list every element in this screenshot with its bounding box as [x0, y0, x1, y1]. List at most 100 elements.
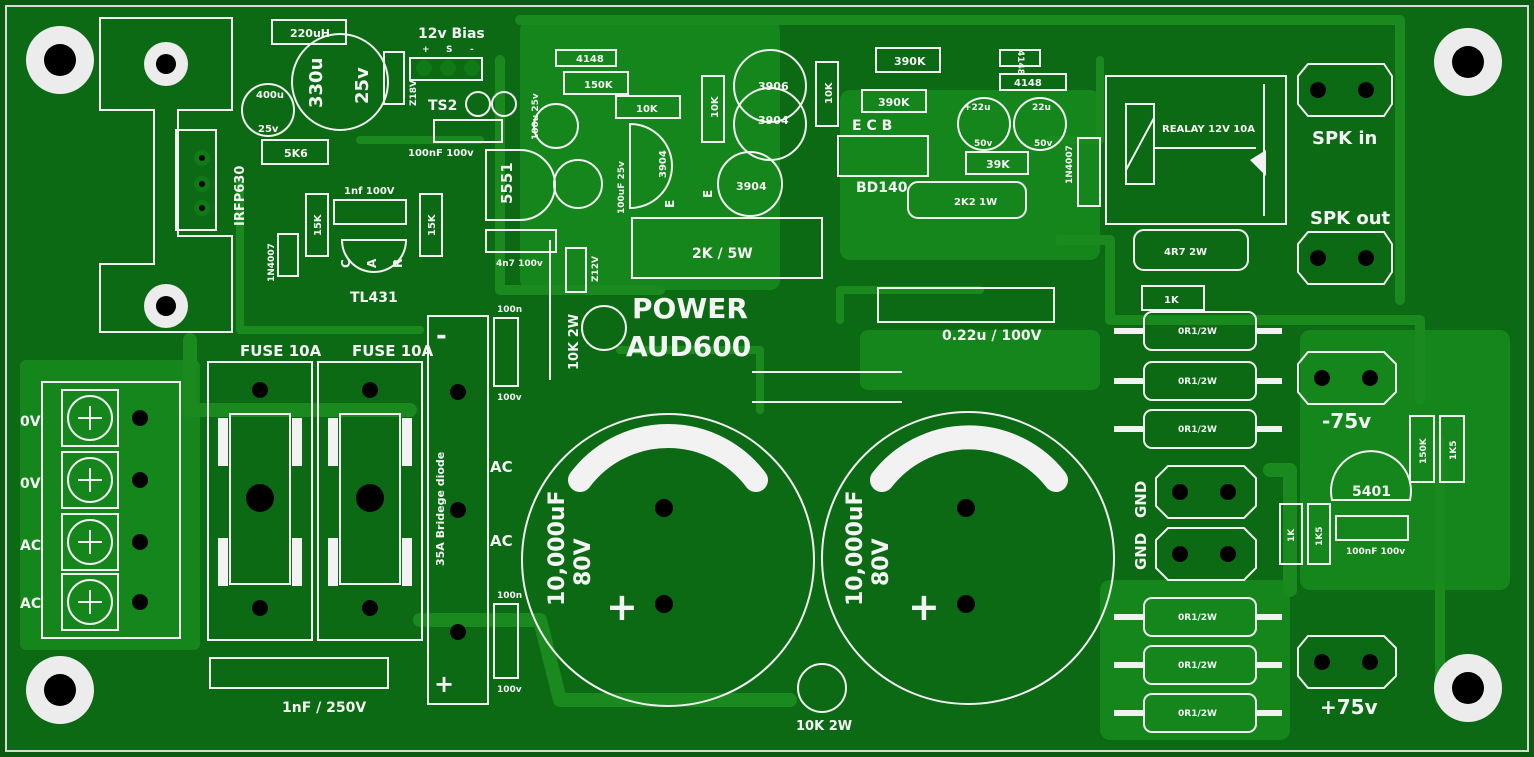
main-capacitors	[521, 411, 1115, 707]
silk-label-l-5401: 5401	[1352, 484, 1391, 500]
silk-label-l-4148-b: 4148	[1015, 50, 1025, 75]
silk-label-l-3904-c: 3904	[736, 180, 767, 193]
small-components	[209, 19, 1465, 713]
silk-label-l-fuse-b: FUSE 10A	[352, 342, 434, 360]
silk-label-l-e-a: E	[663, 200, 677, 208]
silk-label-l-150k-a: 150K	[584, 80, 614, 91]
silk-label-l-cap-b-val: 10,000uF	[843, 490, 868, 606]
silk-label-l-bminus: -	[436, 321, 447, 351]
silk-label-l-100nf100v-b: 100nF 100v	[1346, 547, 1405, 557]
silk-label-l-10k-a: 10K	[636, 104, 659, 115]
silk-label-l-tl431: TL431	[350, 290, 398, 306]
silk-label-l-ac-c: AC	[490, 458, 513, 476]
silk-label-l-1n4007-a: 1N4007	[267, 243, 277, 282]
silk-label-l-fuse-a: FUSE 10A	[240, 342, 322, 360]
bridge-diode	[427, 315, 489, 705]
silk-label-l-4r72w: 4R7 2W	[1164, 247, 1207, 258]
copper-pours	[20, 20, 1510, 740]
silk-label-l-25v-a: 25v	[258, 124, 279, 135]
silk-label-l-1k-b: 1K	[1287, 528, 1297, 542]
silk-label-l-2k5w: 2K / 5W	[692, 246, 753, 262]
silk-label-l-cap-a-v: 80V	[571, 538, 596, 586]
fuse-holders	[207, 361, 423, 641]
emitter-resistors	[1114, 311, 1282, 733]
silk-label-l-100n-a: 100n	[497, 305, 522, 315]
silk-label-l-10k2w-a: 10K 2W	[567, 314, 582, 370]
silk-label-l-220uH: 220uH	[290, 27, 330, 40]
silk-label-l-1n4007-b: 1N4007	[1065, 145, 1075, 184]
silk-label-l-cap-b-plus: +	[908, 585, 940, 629]
silk-label-l-z12v: Z12V	[591, 256, 601, 282]
silk-label-l-1nf100v: 1nf 100V	[344, 186, 395, 197]
silk-label-l-1nf250v: 1nF / 250V	[282, 700, 366, 716]
silk-label-l-cap-a-val: 10,000uF	[545, 490, 570, 606]
silk-label-l-or1-3: 0R1/2W	[1178, 425, 1217, 435]
silk-label-l-0v-a: 0V	[20, 414, 41, 430]
silk-label-l-0v-b: 0V	[20, 476, 41, 492]
silk-label-l-c: C	[339, 259, 353, 268]
silk-label-l-bd140: BD140	[856, 180, 908, 196]
silk-label-l-irfp630: IRFP630	[233, 166, 248, 226]
silk-label-l-400u: 400u	[256, 90, 284, 101]
silk-label-l-1k-a: 1K	[1164, 295, 1180, 306]
silkscreen-text: POWER AUD600 220uH 12v Bias + S - 400u 2…	[20, 26, 1459, 734]
silk-label-l-gnd-a: GND	[1132, 481, 1150, 518]
silk-label-l-39k: 39K	[986, 158, 1010, 171]
silk-label-l-ac-d: AC	[490, 532, 513, 550]
silk-label-l-15k-b: 15K	[427, 213, 438, 236]
silk-label-l-10k-c: 10K	[824, 81, 835, 104]
silk-label-l-or1-5: 0R1/2W	[1178, 661, 1217, 671]
silk-label-l-or1-1: 0R1/2W	[1178, 327, 1217, 337]
silk-label-l-2k21w: 2K2 1W	[954, 197, 997, 208]
silk-label-l-a: A	[365, 258, 379, 268]
silk-label-l-spkout: SPK out	[1310, 208, 1391, 229]
mounting-holes	[26, 26, 1502, 724]
silk-label-l-or1-2: 0R1/2W	[1178, 377, 1217, 387]
silk-label-l-4n7100v: 4n7 100v	[496, 259, 543, 269]
silk-label-l-e-b: E	[701, 190, 715, 198]
silk-label-l-ac-a: AC	[20, 538, 41, 554]
label-power-title: POWER	[632, 292, 748, 325]
silk-label-l-22u50v-a: +22u	[964, 103, 990, 113]
silk-label-l-ecb: E C B	[852, 118, 892, 134]
silk-label-l-4148-a: 4148	[576, 54, 604, 65]
silk-label-l-50v-a: 50v	[974, 139, 993, 149]
silk-label-l-gnd-b: GND	[1132, 533, 1150, 570]
irfp630-footprint	[99, 17, 233, 333]
silk-label-l-390k-a: 390K	[894, 55, 926, 68]
silk-label-l-cap-a-plus: +	[606, 585, 638, 629]
silk-label-l-100nf100v: 100nF 100v	[408, 148, 474, 159]
silk-label-l-cap-b-v: 80V	[869, 538, 894, 586]
silk-label-l-bplus: +	[434, 670, 454, 698]
terminal-block	[41, 381, 181, 639]
silk-label-l-5k6: 5K6	[284, 147, 308, 160]
silk-label-l-50v-b: 50v	[1034, 139, 1053, 149]
silk-label-l-100v-b: 100v	[497, 685, 522, 695]
silk-label-l-3906: 3906	[758, 80, 789, 93]
silk-label-l-ts2: TS2	[428, 98, 457, 114]
silk-label-l-p75v: +75v	[1320, 695, 1378, 719]
silk-label-l-bridge: 35A Bridege diode	[434, 452, 447, 566]
silk-label-l-m75v: -75v	[1322, 409, 1371, 433]
silk-label-l-r: R	[391, 259, 405, 268]
silk-label-l-100n-b: 100n	[497, 591, 522, 601]
silk-label-l-5551: 5551	[498, 162, 516, 204]
silk-label-l-330u: 330u	[306, 58, 327, 108]
silk-label-l-3904-b: 3904	[758, 114, 789, 127]
silk-label-l-15k-a: 15K	[313, 213, 324, 236]
silk-label-l-10k2w-b: 10K 2W	[796, 719, 852, 734]
silk-label-l-4148-c: 4148	[1014, 78, 1042, 89]
silk-label-l-100u25v: 100u 25v	[531, 93, 541, 140]
silk-label-l-1k5-a: 1K5	[1449, 441, 1459, 461]
silk-label-l-12vbias: 12v Bias	[418, 26, 485, 42]
silk-label-l-022u: 0.22u / 100V	[942, 328, 1042, 344]
silk-label-l-100v-a: 100v	[497, 393, 522, 403]
silk-label-l-1k5-b: 1K5	[1315, 527, 1325, 547]
silk-label-l-z18v: Z18V	[409, 80, 419, 106]
silk-label-l-relay: REALAY 12V 10A	[1162, 124, 1255, 135]
silk-label-l-10k-b: 10K	[710, 95, 721, 118]
label-power-model: AUD600	[626, 330, 751, 363]
connectors	[1155, 63, 1397, 689]
